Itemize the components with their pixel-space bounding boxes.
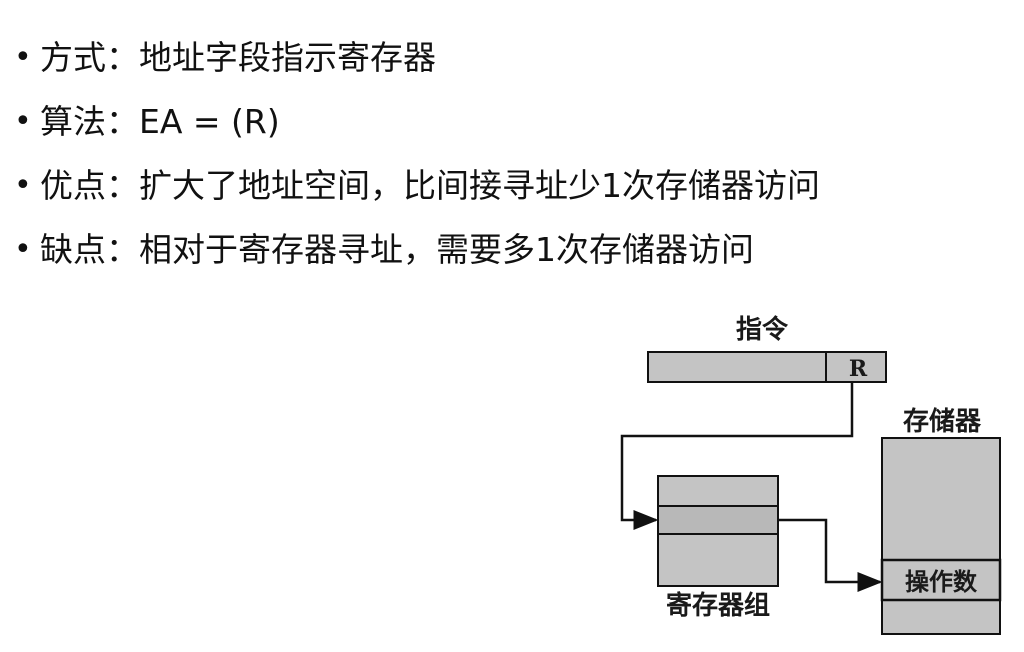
bullet-dot: •	[14, 40, 32, 75]
bullet-separator: ：	[106, 38, 139, 77]
register-indirect-addressing-diagram: 指令 R 寄存器组 存储器 操作数	[620, 314, 1002, 635]
instruction-bar	[647, 351, 887, 383]
operand-label: 操作数	[905, 567, 978, 596]
bullet-dot: •	[14, 168, 32, 203]
bullet-algorithm: • 算法：EA = (R)	[14, 90, 820, 154]
register-field-label: R	[849, 356, 868, 382]
memory-block	[881, 437, 1001, 635]
bullet-label: 算法	[40, 102, 106, 141]
selected-register	[657, 505, 779, 535]
bullet-separator: ：	[106, 166, 139, 205]
bullet-text: 相对于寄存器寻址，需要多1次存储器访问	[139, 230, 754, 269]
register-group-label: 寄存器组	[666, 590, 770, 621]
bullet-advantage: • 优点：扩大了地址空间，比间接寻址少1次存储器访问	[14, 154, 820, 218]
bullet-disadvantage: • 缺点：相对于寄存器寻址，需要多1次存储器访问	[14, 218, 820, 282]
memory-label: 存储器	[903, 406, 982, 437]
bullet-separator: ：	[106, 230, 139, 269]
register-pointer-arrow	[620, 382, 854, 530]
bullet-list: • 方式：地址字段指示寄存器 • 算法：EA = (R) • 优点：扩大了地址空…	[14, 26, 820, 282]
bullet-text: 扩大了地址空间，比间接寻址少1次存储器访问	[139, 166, 820, 205]
bullet-label: 方式	[40, 38, 106, 77]
operand-pointer-arrow	[778, 518, 883, 592]
bullet-dot: •	[14, 232, 32, 267]
bullet-text: 地址字段指示寄存器	[139, 38, 436, 77]
bullet-separator: ：	[106, 102, 139, 141]
bullet-dot: •	[14, 104, 32, 139]
instruction-label: 指令	[736, 314, 789, 345]
bullet-label: 优点	[40, 166, 106, 205]
bullet-text: EA = (R)	[139, 102, 280, 141]
bullet-mode: • 方式：地址字段指示寄存器	[14, 26, 820, 90]
bullet-label: 缺点	[40, 230, 106, 269]
operand-cell	[880, 558, 1002, 602]
